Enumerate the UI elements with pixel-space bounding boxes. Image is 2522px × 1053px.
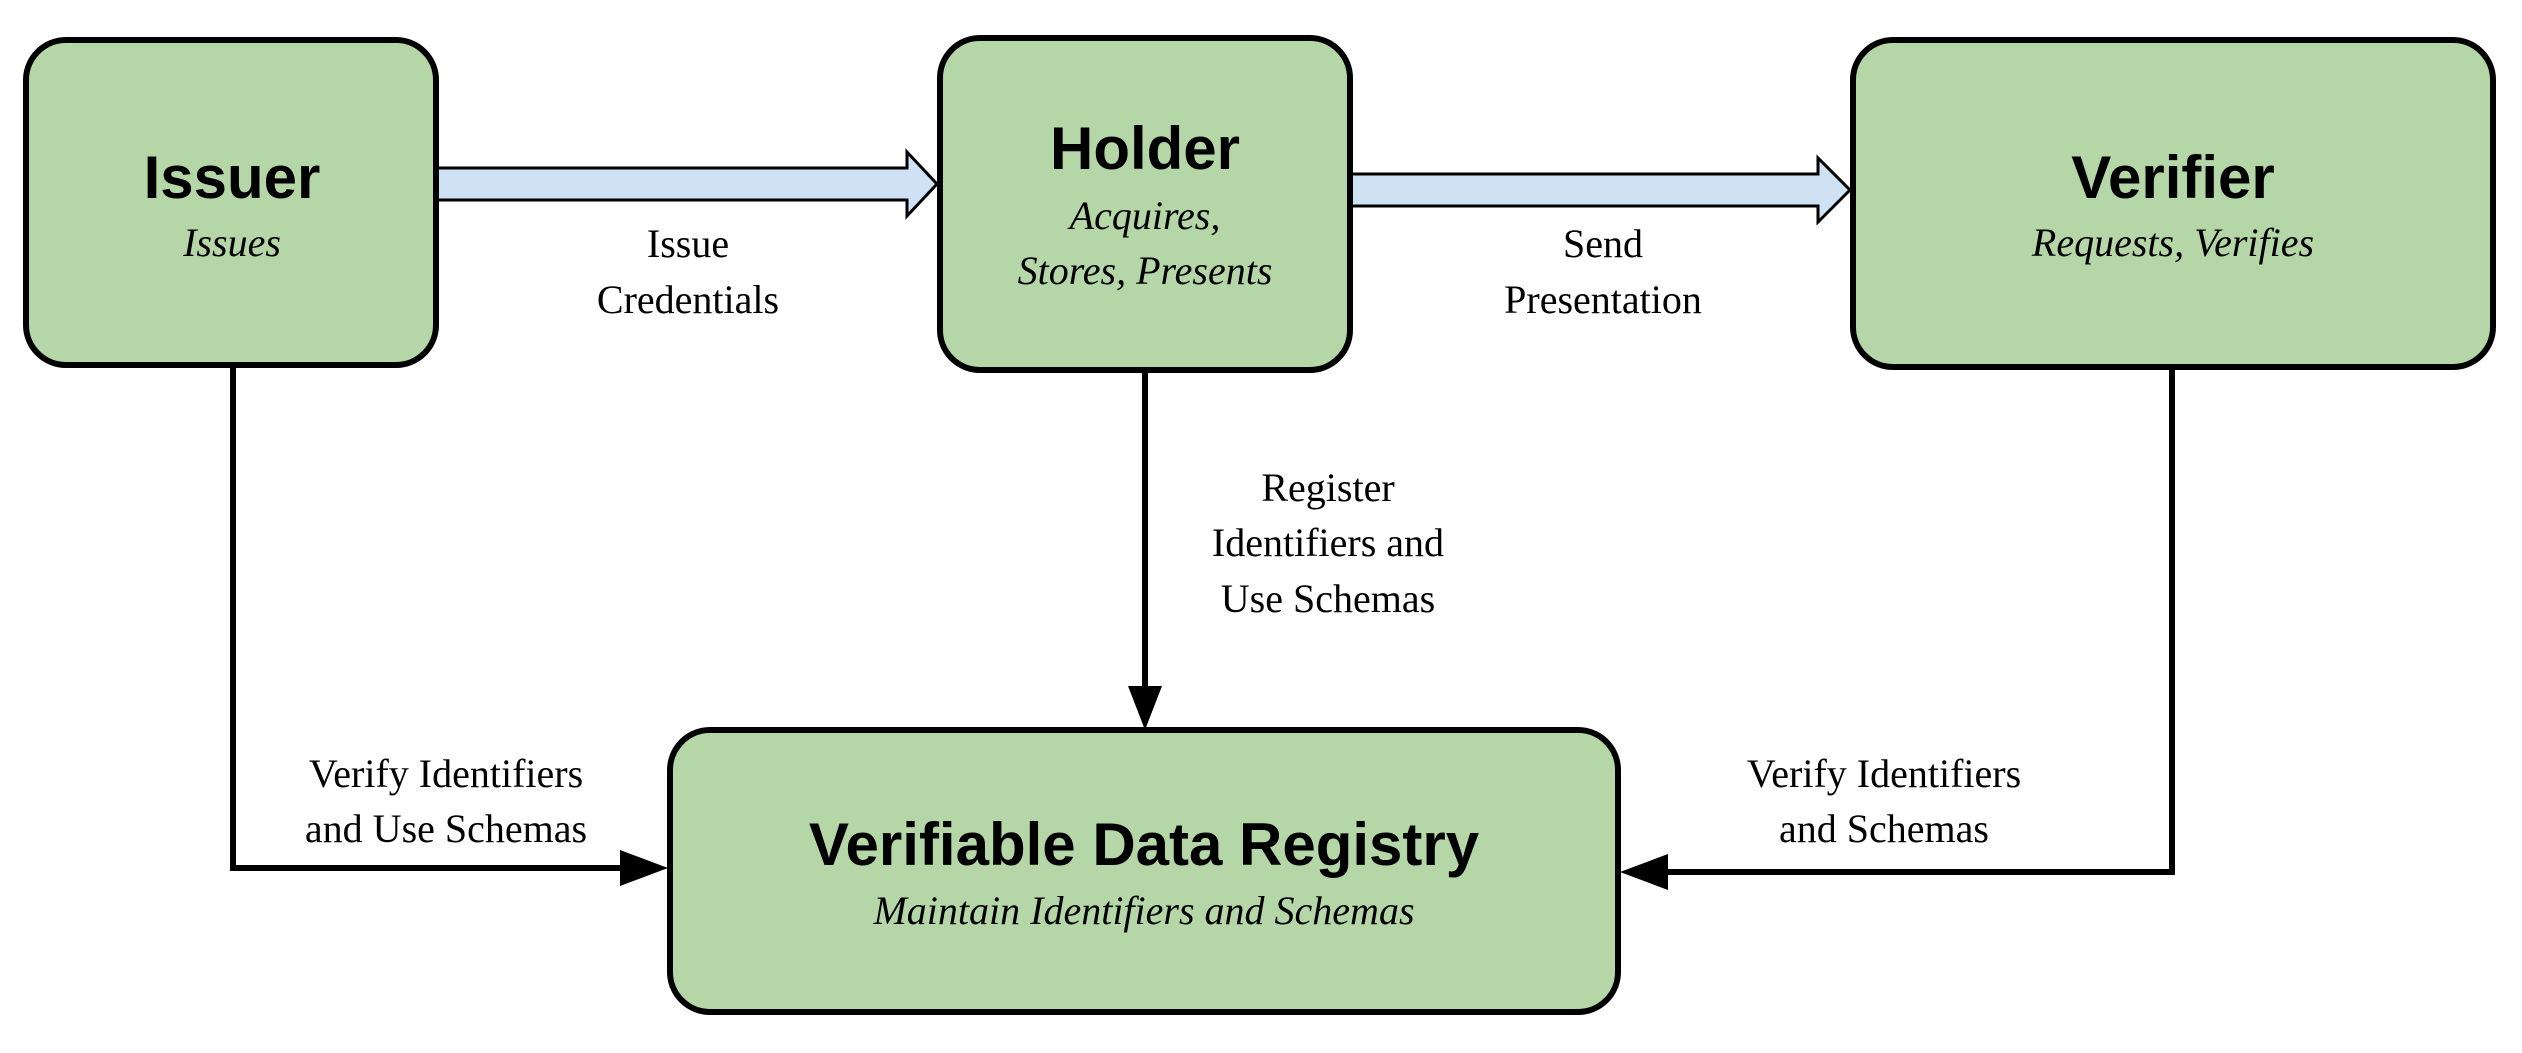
issuer-verify-label-line1: Verify Identifiers [309, 751, 583, 796]
issuer-to-registry-line [230, 365, 620, 871]
register-label-line2: Identifiers and [1212, 520, 1444, 565]
issue-credentials-label-line2: Credentials [597, 277, 779, 322]
verifier-to-registry-line [1668, 369, 2175, 875]
register-label-line1: Register [1261, 465, 1394, 510]
verifier-subtitle: Requests, Verifies [2031, 220, 2314, 265]
send-presentation-arrow [1348, 154, 1853, 226]
registry-title: Verifiable Data Registry [809, 811, 1480, 878]
holder-subtitle-line1: Acquires, [1067, 193, 1221, 238]
verifier-node: Verifier Requests, Verifies [1850, 37, 2496, 370]
send-presentation-label-line2: Presentation [1504, 277, 1702, 322]
verifier-to-registry-arrowhead [1620, 854, 1668, 890]
registry-subtitle: Maintain Identifiers and Schemas [872, 888, 1414, 933]
verifier-verify-label-line2: and Schemas [1779, 806, 1989, 851]
holder-to-registry-arrowhead [1128, 686, 1162, 730]
issuer-title: Issuer [144, 144, 321, 211]
send-presentation-label-line1: Send [1563, 221, 1643, 266]
edge-labels: Issue Credentials Send Presentation Regi… [305, 221, 2021, 851]
holder-subtitle-line2: Stores, Presents [1018, 248, 1273, 293]
verifier-verify-label-line1: Verify Identifiers [1747, 751, 2021, 796]
registry-box [667, 727, 1621, 1015]
holder-node: Holder Acquires, Stores, Presents [937, 35, 1353, 373]
issuer-box [23, 37, 439, 368]
registry-node: Verifiable Data Registry Maintain Identi… [667, 727, 1621, 1015]
issuer-verify-label-line2: and Use Schemas [305, 806, 587, 851]
holder-box [937, 35, 1353, 373]
register-label-line3: Use Schemas [1221, 576, 1435, 621]
verifier-title: Verifier [2071, 144, 2274, 211]
connectors [230, 365, 2175, 890]
issuer-to-registry-arrowhead [620, 850, 668, 886]
issuer-node: Issuer Issues [23, 37, 439, 368]
issue-credentials-arrow [435, 148, 940, 220]
issue-credentials-label-line1: Issue [647, 221, 729, 266]
holder-title: Holder [1050, 115, 1240, 182]
issuer-subtitle: Issues [182, 220, 281, 265]
flow-arrows [435, 148, 1853, 226]
verifier-box [1850, 37, 2496, 370]
